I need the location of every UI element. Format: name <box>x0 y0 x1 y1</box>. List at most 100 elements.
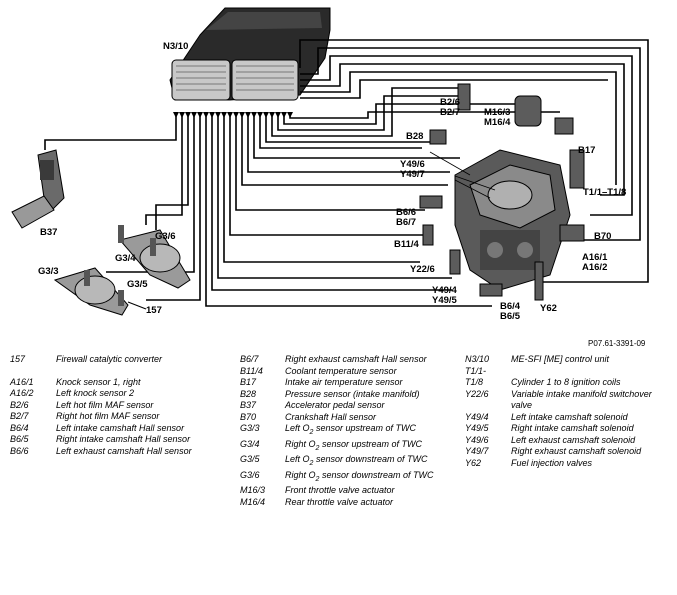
label-y226: Y22/6 <box>410 264 435 275</box>
legend-entry: N3/10 ME-SFI [ME] control unit <box>465 354 675 366</box>
legend-code: B2/7 <box>10 411 29 421</box>
label-y62: Y62 <box>540 303 557 314</box>
legend-code: B2/6 <box>10 399 29 410</box>
legend-code: Y49/4 <box>465 411 489 422</box>
label-b64-b65: B6/4 B6/5 <box>500 301 521 322</box>
legend-description: Left hot film MAF sensor <box>56 399 154 410</box>
legend-entry: T1/1- T1/8 Cylinder 1 to 8 ignition coil… <box>465 366 675 389</box>
legend-code: Y49/7 <box>465 446 489 456</box>
legend-entry: G3/5 Left O2 sensor downstream of TWC <box>240 454 455 470</box>
legend-code: G3/4 <box>240 438 260 449</box>
legend-description: Intake air temperature sensor <box>285 377 403 387</box>
label-b17: B17 <box>578 145 596 156</box>
legend-description: Right intake camshaft solenoid <box>511 423 634 433</box>
legend-description: Variable intake manifold switchover valv… <box>511 388 652 411</box>
legend-code: T1/1- T1/8 <box>465 365 487 388</box>
legend-subscript: 2 <box>309 429 314 436</box>
legend-description: Rear throttle valve actuator <box>285 496 394 507</box>
legend-code: B6/5 <box>10 434 29 444</box>
leader-lines <box>429 151 496 199</box>
legend-code: 157 <box>10 354 26 364</box>
legend-subscript: 2 <box>315 475 320 483</box>
legend-description: Right hot film MAF sensor <box>56 411 160 421</box>
legend-entry: B28 Pressure sensor (intake manifold) <box>240 389 455 401</box>
legend-description: Left O2 sensor upstream of TWC <box>285 423 455 439</box>
legend-description: Right O2 sensor upstream of TWC <box>285 439 455 455</box>
legend-code: B28 <box>240 388 257 399</box>
label-y494-y495: Y49/4 Y49/5 <box>432 285 457 306</box>
engine-block <box>454 149 571 291</box>
legend-description: Front throttle valve actuator <box>285 485 395 495</box>
legend-description: Left O2 sensor downstream of TWC <box>285 454 455 470</box>
legend-description: Right intake camshaft Hall sensor <box>56 434 191 444</box>
figure-code: P07.61-3391-09 <box>588 339 646 348</box>
legend-code: B70 <box>240 411 257 422</box>
legend-entry: G3/4 Right O2 sensor upstream of TWC <box>240 439 455 455</box>
legend-description: Right O2 sensor downstream of TWC <box>285 470 455 486</box>
label-g36: G3/6 <box>155 231 176 242</box>
label-b28: B28 <box>406 131 424 142</box>
label-m163-m164: M16/3 M16/4 <box>484 107 511 128</box>
legend-description-part: Right O <box>285 469 316 480</box>
label-g34: G3/4 <box>115 253 136 264</box>
legend-description: Cylinder 1 to 8 ignition coils <box>511 377 621 387</box>
legend-code: Y49/6 <box>465 434 489 445</box>
legend-code: G3/6 <box>240 469 260 480</box>
legend-entry: B70 Crankshaft Hall sensor <box>240 412 455 424</box>
legend-description: Pressure sensor (intake manifold) <box>285 388 420 399</box>
legend-entry: Y49/4 Left intake camshaft solenoid <box>465 412 675 424</box>
legend-description: Left intake camshaft solenoid <box>511 411 628 422</box>
legend-description-part: Right O <box>285 438 316 449</box>
legend-code: G3/3 <box>240 423 260 433</box>
legend-code: Y62 <box>465 457 482 468</box>
label-cat: 157 <box>146 305 162 316</box>
legend-code: M16/3 <box>240 485 266 495</box>
legend-description: ME-SFI [ME] control unit <box>511 354 610 364</box>
label-b70: B70 <box>594 231 612 242</box>
label-g33: G3/3 <box>38 266 59 277</box>
catalytic-converters <box>53 225 191 316</box>
legend-code: N3/10 <box>465 354 490 364</box>
legend-description: Crankshaft Hall sensor <box>285 411 377 422</box>
legend-entry: M16/3 Front throttle valve actuator <box>240 485 455 497</box>
label-t1: T1/1–T1/8 <box>583 187 627 198</box>
legend-description: Knock sensor 1, right <box>56 376 141 387</box>
legend-entry: Y49/7 Right exhaust camshaft solenoid <box>465 446 675 458</box>
legend-entry: B2/6 Left hot film MAF sensor <box>10 400 225 412</box>
legend-description: Left exhaust camshaft Hall sensor <box>56 445 192 456</box>
legend-description-part: sensor upstream of TWC <box>315 423 416 433</box>
legend-code: A16/2 <box>10 388 34 398</box>
legend-entry: B6/5 Right intake camshaft Hall sensor <box>10 434 225 446</box>
wiring-diagram <box>11 7 649 316</box>
label-b26-b27: B2/6 B2/7 <box>440 97 461 118</box>
label-g35: G3/5 <box>127 279 148 290</box>
legend-code: B6/7 <box>240 354 259 364</box>
label-b114: B11/4 <box>394 239 419 250</box>
legend-description: Right exhaust camshaft solenoid <box>511 446 642 456</box>
legend-description-part: Left O <box>285 454 310 464</box>
legend-code: B6/4 <box>10 422 29 433</box>
sensor-components <box>419 83 585 301</box>
legend-code: B11/4 <box>240 365 263 376</box>
legend-code: G3/5 <box>240 454 260 464</box>
label-ecu: N3/10 <box>163 41 189 52</box>
legend-description-part: Left O <box>285 423 310 433</box>
label-pedal: B37 <box>40 227 58 238</box>
legend-code: B6/6 <box>10 445 29 456</box>
legend-entry: B2/7 Right hot film MAF sensor <box>10 411 225 423</box>
legend-gap <box>10 366 225 377</box>
